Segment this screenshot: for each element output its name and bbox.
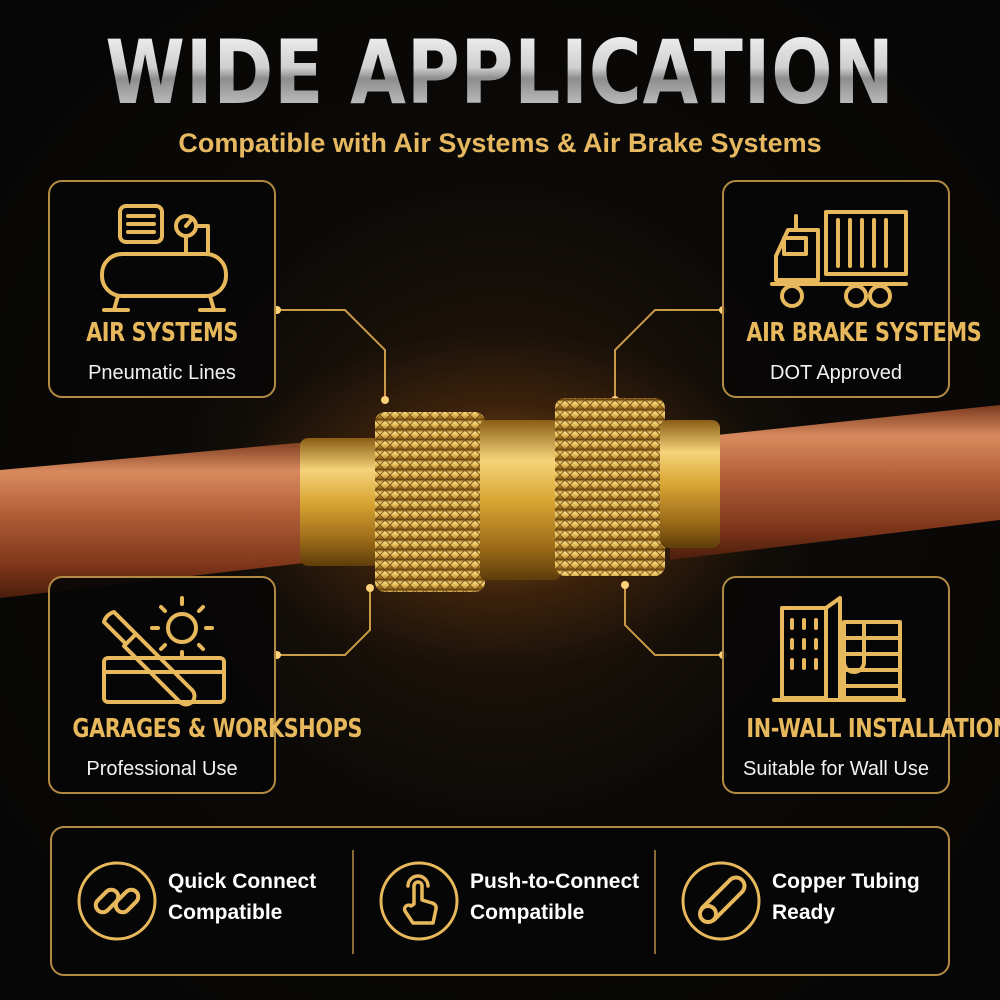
card-subtitle: Suitable for Wall Use xyxy=(743,758,929,780)
card-subtitle: DOT Approved xyxy=(770,362,902,384)
feature-line-2: Ready xyxy=(772,901,836,924)
card-title: AIR BRAKE SYSTEMS xyxy=(746,318,982,348)
toolbox-icon xyxy=(102,596,226,707)
card-title: AIR SYSTEMS xyxy=(86,318,238,348)
card-air-brake-systems: AIR BRAKE SYSTEMS DOT Approved xyxy=(722,180,982,398)
card-air-systems: AIR SYSTEMS Pneumatic Lines xyxy=(48,180,276,398)
building-icon xyxy=(772,596,906,702)
chain-link-icon xyxy=(77,861,157,941)
feature-bar: Quick Connect Compatible Push-to-Connect… xyxy=(50,826,950,976)
card-garages-workshops: GARAGES & WORKSHOPS Professional Use xyxy=(48,576,363,794)
card-subtitle: Pneumatic Lines xyxy=(88,362,236,384)
feature-push-to-connect: Push-to-Connect Compatible xyxy=(354,828,650,974)
feature-line-2: Compatible xyxy=(470,901,585,924)
card-in-wall-installation: IN-WALL INSTALLATION Suitable for Wall U… xyxy=(722,576,1000,794)
tube-icon xyxy=(681,861,761,941)
card-subtitle: Professional Use xyxy=(86,758,238,780)
truck-icon xyxy=(770,210,908,308)
feature-line-1: Copper Tubing xyxy=(772,870,920,893)
air-compressor-icon xyxy=(100,204,228,312)
divider xyxy=(352,850,354,954)
feature-quick-connect: Quick Connect Compatible xyxy=(52,828,348,974)
feature-copper-tubing: Copper Tubing Ready xyxy=(656,828,952,974)
card-title: GARAGES & WORKSHOPS xyxy=(72,714,363,744)
feature-line-1: Quick Connect xyxy=(168,870,317,893)
feature-line-1: Push-to-Connect xyxy=(470,870,640,893)
page-title: WIDE APPLICATION xyxy=(90,18,910,128)
finger-push-icon xyxy=(379,861,459,941)
card-title: IN-WALL INSTALLATION xyxy=(746,714,1000,744)
feature-text: Quick Connect Compatible xyxy=(168,866,348,928)
brass-union-fitting xyxy=(0,398,1000,598)
feature-text: Push-to-Connect Compatible xyxy=(470,866,650,928)
page-subtitle: Compatible with Air Systems & Air Brake … xyxy=(178,128,822,158)
feature-text: Copper Tubing Ready xyxy=(772,866,952,928)
divider xyxy=(654,850,656,954)
feature-line-2: Compatible xyxy=(168,901,283,924)
